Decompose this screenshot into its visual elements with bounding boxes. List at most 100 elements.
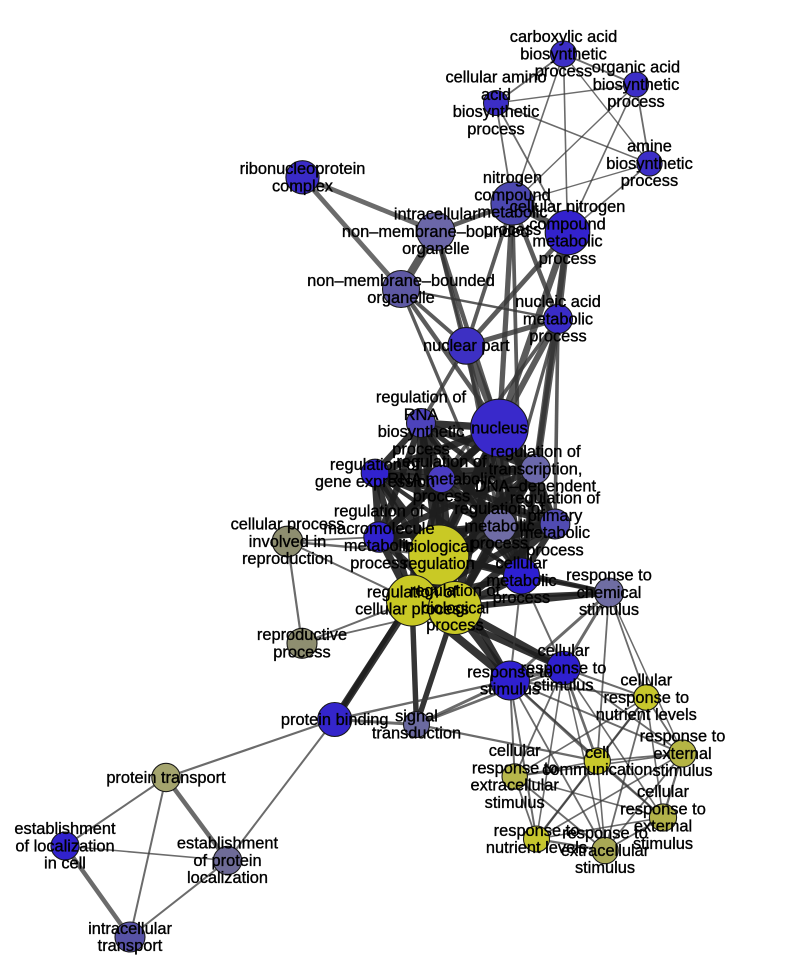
svg-text:of protein: of protein (193, 852, 261, 870)
svg-text:process: process (621, 172, 678, 190)
svg-text:non–membrane–bounded: non–membrane–bounded (342, 223, 530, 241)
svg-text:stimulus: stimulus (652, 762, 712, 780)
svg-text:extracellular: extracellular (471, 777, 560, 795)
svg-text:response to: response to (640, 728, 726, 746)
svg-text:signal: signal (395, 707, 438, 725)
svg-text:intracellular: intracellular (88, 920, 172, 938)
svg-text:compound: compound (529, 215, 606, 233)
svg-text:complex: complex (272, 177, 334, 195)
svg-text:protein transport: protein transport (106, 769, 226, 787)
svg-text:regulation of: regulation of (410, 582, 501, 600)
svg-text:gene expression: gene expression (315, 473, 435, 491)
svg-text:primary: primary (528, 507, 583, 525)
svg-text:reproductive: reproductive (257, 626, 347, 644)
svg-text:reproduction: reproduction (242, 550, 333, 568)
svg-text:localization: localization (187, 869, 268, 887)
svg-text:biosynthetic: biosynthetic (606, 155, 693, 173)
svg-text:regulation of: regulation of (490, 443, 581, 461)
svg-text:cellular: cellular (489, 742, 541, 760)
svg-text:organic acid: organic acid (592, 59, 680, 77)
svg-text:intracellular: intracellular (394, 206, 478, 224)
svg-text:stimulus: stimulus (533, 677, 593, 695)
svg-text:transport: transport (98, 937, 163, 955)
svg-text:nitrogen: nitrogen (483, 169, 542, 187)
svg-text:organelle: organelle (367, 289, 434, 307)
svg-text:process: process (607, 93, 664, 111)
svg-text:involved in: involved in (249, 533, 326, 551)
svg-text:RNA: RNA (404, 406, 439, 424)
svg-text:protein binding: protein binding (281, 711, 389, 729)
svg-text:metabolic: metabolic (477, 204, 547, 222)
svg-text:process: process (539, 250, 596, 268)
svg-text:communication: communication (542, 761, 652, 779)
svg-text:regulation of: regulation of (376, 389, 467, 407)
svg-text:macromolecule: macromolecule (323, 520, 434, 538)
svg-text:cellular: cellular (620, 672, 672, 690)
svg-text:process: process (471, 535, 528, 553)
svg-text:ribonucleoprotein: ribonucleoprotein (240, 160, 366, 178)
svg-text:process: process (467, 120, 524, 138)
svg-text:process: process (392, 440, 449, 458)
svg-text:stimulus: stimulus (480, 681, 540, 699)
svg-text:process: process (350, 554, 407, 572)
svg-text:metabolic: metabolic (520, 524, 590, 542)
svg-text:biosynthetic: biosynthetic (593, 76, 680, 94)
svg-text:nuclear part: nuclear part (423, 337, 510, 355)
svg-text:biological: biological (421, 599, 489, 617)
svg-text:transduction: transduction (372, 725, 461, 743)
svg-text:response to: response to (620, 800, 706, 818)
svg-text:establishment: establishment (14, 820, 116, 838)
svg-text:response to: response to (562, 825, 648, 843)
svg-text:response to: response to (521, 659, 607, 677)
svg-text:RNA metabolic: RNA metabolic (387, 470, 495, 488)
svg-text:process: process (273, 643, 330, 661)
svg-text:of localization: of localization (15, 837, 114, 855)
svg-text:response to: response to (472, 759, 558, 777)
svg-text:regulation of: regulation of (330, 456, 421, 474)
svg-text:biosynthetic: biosynthetic (378, 423, 465, 441)
svg-text:acid: acid (481, 86, 511, 104)
svg-text:cellular process: cellular process (355, 601, 469, 619)
svg-text:regulation: regulation (403, 555, 475, 573)
svg-text:nucleic acid: nucleic acid (515, 293, 601, 311)
svg-text:compound: compound (474, 186, 551, 204)
svg-text:process: process (426, 617, 483, 635)
svg-text:nutrient levels: nutrient levels (596, 706, 697, 724)
svg-text:stimulus: stimulus (579, 601, 639, 619)
svg-text:transcription,: transcription, (489, 460, 583, 478)
svg-text:process: process (493, 589, 550, 607)
svg-text:DNA–dependent: DNA–dependent (475, 478, 597, 496)
svg-text:cellular: cellular (637, 783, 689, 801)
svg-text:carboxylic acid: carboxylic acid (510, 28, 618, 46)
svg-text:stimulus: stimulus (485, 794, 545, 812)
svg-text:response to: response to (603, 689, 689, 707)
svg-text:non–membrane–bounded: non–membrane–bounded (307, 272, 495, 290)
svg-text:biosynthetic: biosynthetic (520, 45, 607, 63)
svg-text:stimulus: stimulus (633, 835, 693, 853)
svg-text:chemical: chemical (577, 584, 642, 602)
svg-text:cellular nitrogen: cellular nitrogen (510, 198, 626, 216)
svg-text:external: external (634, 818, 692, 836)
svg-text:response to: response to (494, 822, 580, 840)
svg-text:cellular: cellular (538, 642, 590, 660)
svg-text:organelle: organelle (402, 240, 469, 258)
svg-text:regulation of: regulation of (367, 583, 458, 601)
svg-text:regulation of: regulation of (454, 500, 545, 518)
svg-text:metabolic: metabolic (464, 517, 534, 535)
svg-text:biological: biological (405, 538, 473, 556)
svg-text:process: process (529, 328, 586, 346)
svg-text:regulation of: regulation of (334, 503, 425, 521)
svg-text:cellular amino: cellular amino (445, 69, 546, 87)
svg-text:external: external (653, 745, 711, 763)
svg-text:process: process (526, 541, 583, 559)
svg-text:biosynthetic: biosynthetic (453, 103, 540, 121)
svg-text:establishment: establishment (177, 835, 279, 853)
svg-text:metabolic: metabolic (523, 310, 593, 328)
svg-text:stimulus: stimulus (575, 859, 635, 877)
svg-text:cellular: cellular (496, 555, 548, 573)
svg-text:metabolic: metabolic (532, 233, 602, 251)
svg-text:regulation of: regulation of (396, 453, 487, 471)
svg-text:extracellular: extracellular (561, 842, 650, 860)
svg-text:regulation of: regulation of (510, 490, 601, 508)
svg-text:process: process (413, 488, 470, 506)
